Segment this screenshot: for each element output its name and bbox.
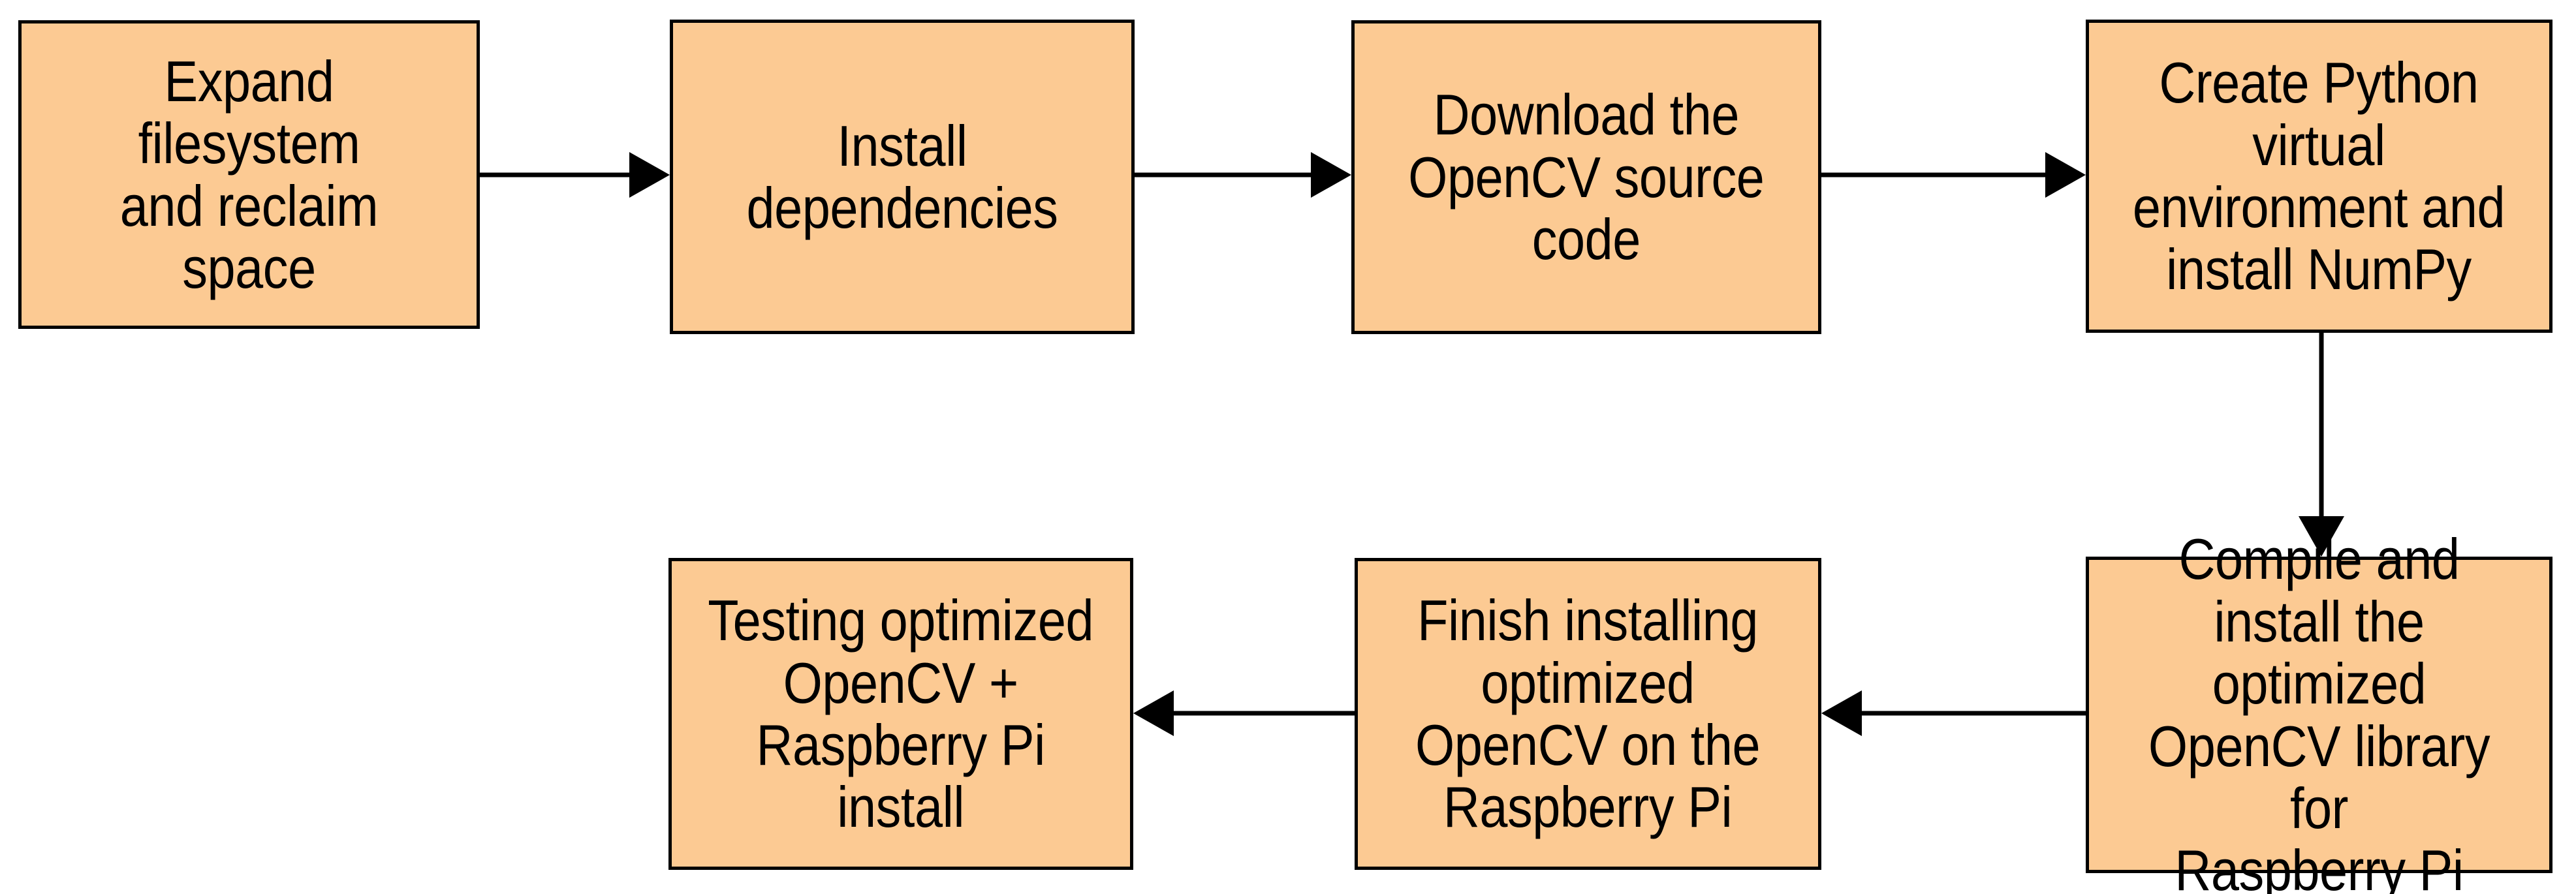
flow-node-expand-filesystem[interactable]: Expand filesystem and reclaim space — [18, 20, 480, 329]
flow-node-download-opencv-source[interactable]: Download the OpenCV source code — [1351, 20, 1821, 334]
flow-node-label: Download the OpenCV source code — [1408, 82, 1765, 272]
flow-node-install-dependencies[interactable]: Install dependencies — [670, 20, 1135, 334]
flow-node-label: Finish installing optimized OpenCV on th… — [1415, 588, 1761, 840]
flow-node-label: Create Python virtual environment and in… — [2133, 50, 2505, 302]
flow-node-label: Install dependencies — [746, 113, 1058, 240]
flow-node-label: Expand filesystem and reclaim space — [119, 48, 379, 300]
flow-node-label: Compile and install the optimized OpenCV… — [2148, 527, 2490, 894]
flow-node-label: Testing optimized OpenCV + Raspberry Pi … — [708, 588, 1094, 840]
flow-node-finish-installing-opencv[interactable]: Finish installing optimized OpenCV on th… — [1355, 558, 1821, 870]
flow-node-create-virtualenv-numpy[interactable]: Create Python virtual environment and in… — [2086, 20, 2552, 333]
flow-node-testing-opencv-install[interactable]: Testing optimized OpenCV + Raspberry Pi … — [668, 558, 1133, 870]
flow-node-compile-install-opencv[interactable]: Compile and install the optimized OpenCV… — [2086, 528, 2552, 894]
